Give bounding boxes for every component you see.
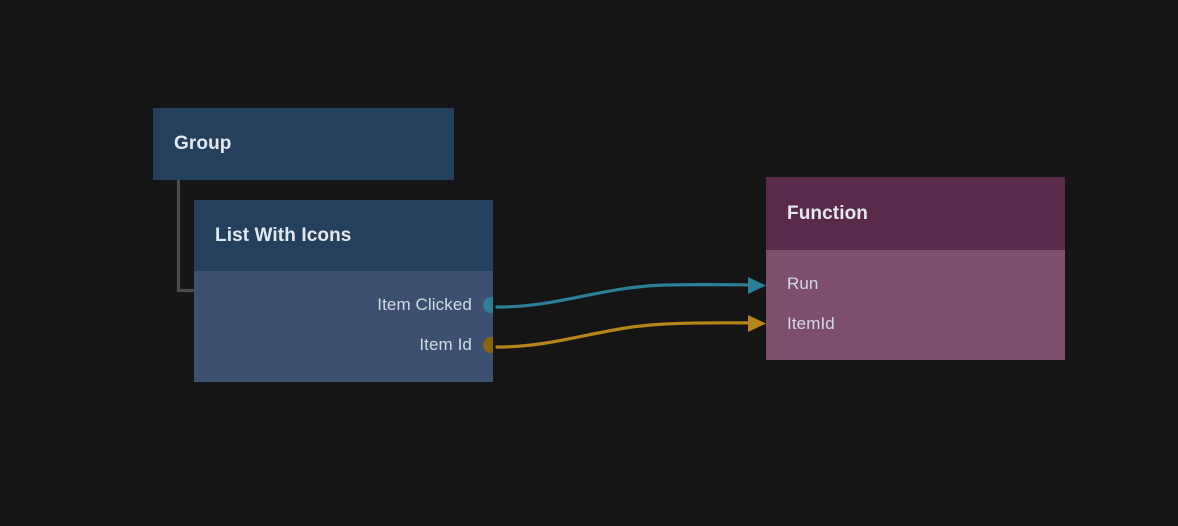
input-port-run[interactable]: Run — [766, 264, 1065, 304]
node-function-header[interactable]: Function — [766, 177, 1065, 250]
node-list-with-icons-body: Item Clicked Item Id — [194, 271, 493, 382]
input-port-run-label: Run — [787, 274, 819, 293]
output-port-item-clicked-label: Item Clicked — [377, 295, 472, 314]
node-group[interactable]: Group — [153, 108, 454, 180]
wire-arrowhead-run — [748, 277, 766, 294]
output-port-item-id[interactable]: Item Id — [194, 325, 493, 365]
node-function-title: Function — [787, 202, 869, 224]
output-port-item-id-dot[interactable] — [483, 337, 493, 353]
input-port-itemid-label: ItemId — [787, 314, 835, 333]
input-port-itemid[interactable]: ItemId — [766, 304, 1065, 344]
node-function-body: Run ItemId — [766, 250, 1065, 360]
node-list-with-icons-title: List With Icons — [215, 224, 352, 246]
wire-item-id-itemid[interactable] — [495, 321, 762, 349]
node-function[interactable]: Function Run ItemId — [766, 177, 1065, 360]
wire-item-clicked-run[interactable] — [495, 282, 762, 309]
wire-arrowhead-itemid — [748, 315, 766, 332]
node-group-header[interactable]: Group — [153, 108, 454, 180]
output-port-item-clicked-dot[interactable] — [483, 297, 493, 313]
node-list-with-icons[interactable]: List With Icons Item Clicked Item Id — [194, 200, 493, 382]
output-port-item-clicked[interactable]: Item Clicked — [194, 285, 493, 325]
node-group-title: Group — [174, 133, 232, 154]
node-list-with-icons-header[interactable]: List With Icons — [194, 200, 493, 271]
output-port-item-id-label: Item Id — [419, 335, 472, 354]
